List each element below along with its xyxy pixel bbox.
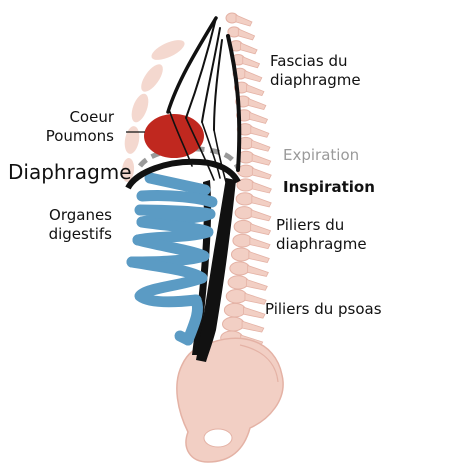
diaphragm-pillar <box>196 178 236 362</box>
spinous-process <box>242 56 261 69</box>
spinous-process <box>245 278 268 291</box>
spinous-process <box>248 250 270 263</box>
spinous-process <box>247 264 269 277</box>
label-coeur-poumons: Coeur Poumons <box>46 108 114 146</box>
label-organes: Organes <box>49 206 112 224</box>
label-inspiration: Inspiration <box>283 178 375 196</box>
label-piliers-diaphragme: Piliers du diaphragme <box>276 216 367 254</box>
spinous-process <box>251 167 272 180</box>
spinous-process <box>244 70 263 83</box>
vertebra <box>233 219 254 234</box>
psoas-pillar <box>192 180 212 355</box>
label-piliers-diaphragme-line1: Piliers du <box>276 216 345 234</box>
label-coeur: Coeur <box>69 108 114 126</box>
label-piliers-psoas: Piliers du psoas <box>265 300 382 318</box>
spinous-process <box>251 195 272 208</box>
rib-cage <box>121 40 185 182</box>
vertebra <box>223 302 247 318</box>
spinous-process <box>250 223 272 236</box>
vertebra <box>234 206 254 220</box>
vertebra <box>225 289 248 304</box>
spinous-process <box>241 320 265 333</box>
spinous-process <box>240 42 258 55</box>
spinous-process <box>249 111 269 124</box>
label-fascias: Fascias du diaphragme <box>270 52 361 90</box>
label-digestifs: digestifs <box>48 224 112 243</box>
vertebra <box>230 247 252 262</box>
label-poumons: Poumons <box>45 126 114 145</box>
spinous-process <box>247 97 267 110</box>
spinous-process <box>237 28 256 41</box>
pelvis <box>176 337 284 463</box>
spinous-process <box>251 181 272 194</box>
label-expiration: Expiration <box>283 146 360 164</box>
vertebra <box>229 261 251 276</box>
diaphragm-expiration <box>137 146 241 170</box>
spinous-process <box>249 237 271 250</box>
label-organes-digestifs: Organes digestifs <box>49 206 112 244</box>
label-diaphragme: Diaphragme <box>8 160 132 184</box>
diaphragm-inspiration <box>125 158 241 190</box>
spinous-process <box>244 292 267 305</box>
label-piliers-diaphragme-line2: diaphragme <box>276 234 367 253</box>
spinous-process <box>246 83 265 97</box>
label-fascias-line2: diaphragme <box>270 70 361 89</box>
spinous-process <box>251 139 271 152</box>
spinous-process <box>235 14 253 27</box>
label-fascias-line1: Fascias du <box>270 52 348 70</box>
vertebra <box>235 192 255 206</box>
spinous-process <box>251 153 272 166</box>
vertebra <box>221 316 245 332</box>
spinous-process <box>243 306 266 319</box>
spinous-process <box>250 209 272 222</box>
digestive-organs <box>126 172 218 346</box>
vertebra <box>227 275 249 290</box>
vertebra <box>232 233 253 248</box>
diaphragm-fascias <box>166 16 242 183</box>
spinous-process <box>250 125 270 138</box>
